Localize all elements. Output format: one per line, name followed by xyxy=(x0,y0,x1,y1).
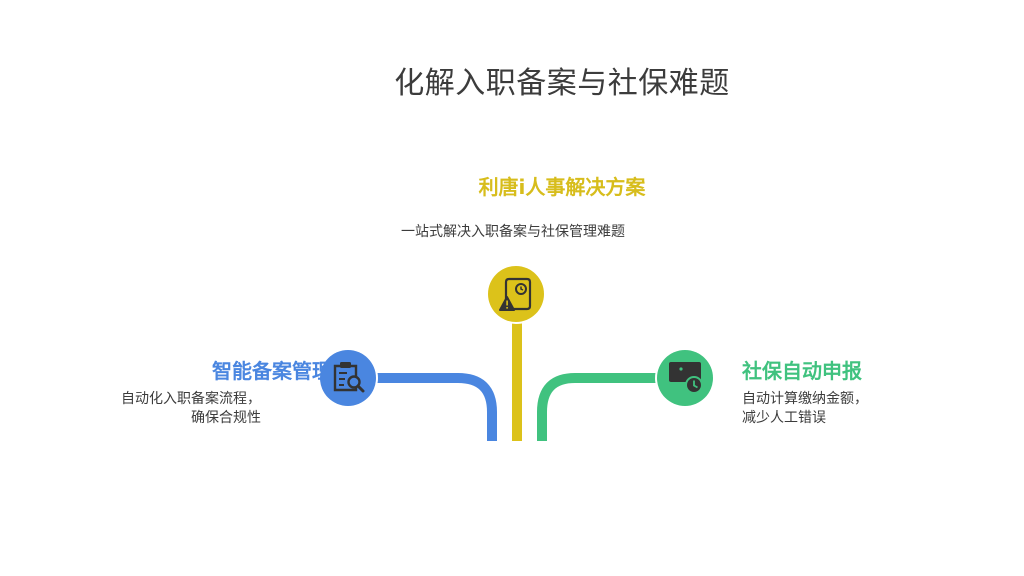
center-connector xyxy=(512,322,522,441)
left-desc-line1: 自动化入职备案流程， xyxy=(121,391,261,407)
right-desc-line1: 自动计算缴纳金额， xyxy=(742,391,868,407)
center-node xyxy=(486,264,546,324)
left-connector xyxy=(348,373,497,441)
monitor-clock-icon xyxy=(669,362,703,394)
left-node xyxy=(318,348,378,408)
right-description: 自动计算缴纳金额， 减少人工错误 xyxy=(742,390,868,428)
document-warning-clock-icon xyxy=(499,277,532,311)
page-title: 化解入职备案与社保难题 xyxy=(394,66,730,101)
right-desc-line2: 减少人工错误 xyxy=(742,410,826,426)
left-heading: 智能备案管理 xyxy=(212,359,332,383)
left-desc-line2: 确保合规性 xyxy=(191,410,261,426)
left-description: 自动化入职备案流程， 确保合规性 xyxy=(121,390,261,428)
right-node xyxy=(655,348,715,408)
center-description: 一站式解决入职备案与社保管理难题 xyxy=(401,224,625,240)
clipboard-search-icon xyxy=(333,362,365,393)
center-heading: 利唐i人事解决方案 xyxy=(478,175,646,199)
right-connector xyxy=(537,373,685,441)
right-heading: 社保自动申报 xyxy=(742,359,862,383)
